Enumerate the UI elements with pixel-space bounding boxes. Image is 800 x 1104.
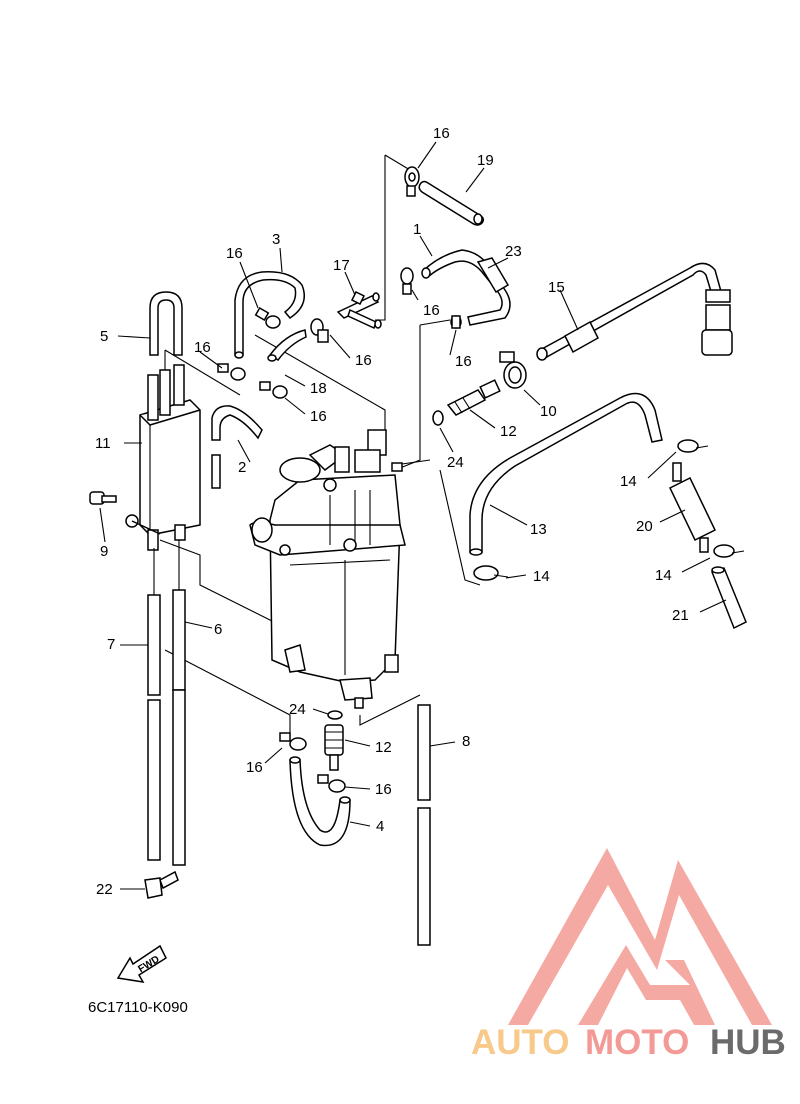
clip-14-a [473,565,509,581]
bolt-9 [89,491,161,535]
label-7: 7 [107,636,115,653]
fitting-22 [144,870,179,899]
label-21: 21 [672,607,689,624]
fitting-16-left-tee [310,318,329,343]
label-14-b: 14 [620,473,637,490]
label-16-hose3: 16 [226,245,243,262]
hose-21 [711,566,747,630]
o-ring-24-lower [327,710,343,720]
label-16-lower-right: 16 [375,781,392,798]
label-10: 10 [540,403,557,420]
hose-15 [536,262,733,361]
vapor-separator-11 [139,364,201,551]
fitting-16-mid [400,267,462,329]
label-24-upper: 24 [447,454,464,471]
fitting-12-lower [324,724,344,771]
label-13: 13 [530,521,547,538]
fuel-pump-body [249,429,406,709]
label-16-mid: 16 [423,302,440,319]
label-14-c: 14 [655,567,672,584]
label-16-left: 16 [194,339,211,356]
hose-2 [211,405,263,489]
label-4: 4 [376,818,384,835]
label-2: 2 [238,459,246,476]
o-ring-24-upper [432,410,444,426]
label-1: 1 [413,221,421,238]
fitting-16-hose-3 [254,307,281,329]
hose-5 [149,291,183,356]
hose-1-23 [421,249,511,326]
fwd-arrow-icon: FWD [116,944,167,983]
hose-18 [267,329,307,362]
fitting-16-hose-18 [217,363,288,399]
label-17: 17 [333,257,350,274]
fitting-16-top [404,166,420,197]
label-9: 9 [100,543,108,560]
hose-6-7 [147,540,186,866]
watermark-text: AUTO MOTO HUB [471,1023,786,1062]
label-14-a: 14 [533,568,550,585]
label-23: 23 [505,243,522,260]
label-16-top: 16 [433,125,450,142]
label-22: 22 [96,881,113,898]
filter-20 [669,462,716,553]
clamp-10 [499,351,527,389]
label-16-lower-left: 16 [246,759,263,776]
hose-13 [469,392,663,556]
fitting-12-upper [446,379,501,416]
label-11: 11 [95,435,111,452]
label-8: 8 [462,733,470,750]
label-19: 19 [477,152,494,169]
fitting-16-lower [279,732,346,793]
callout-lines [99,141,727,890]
watermark-logo-icon [508,848,772,1025]
label-12-upper: 12 [500,423,517,440]
t-joint-17 [336,290,382,330]
drawing-code: 6C17110-K090 [88,999,188,1016]
label-20: 20 [636,518,653,535]
hose-8 [417,704,431,946]
label-5: 5 [100,328,108,345]
watermark-text-moto: MOTO [585,1023,689,1062]
label-18: 18 [310,380,327,397]
clip-14-c [713,544,745,558]
watermark-text-hub: HUB [710,1023,786,1062]
watermark-text-auto: AUTO [471,1023,570,1062]
label-16-tee: 16 [355,352,372,369]
label-16-hose18: 16 [310,408,327,425]
clip-14-b [677,439,709,453]
hose-3 [234,271,305,359]
label-16-right: 16 [455,353,472,370]
label-3: 3 [272,231,280,248]
label-12-lower: 12 [375,739,392,756]
label-24-lower: 24 [289,701,306,718]
label-15: 15 [548,279,565,296]
callout-labels: 1 2 3 4 5 6 7 8 9 10 11 12 12 13 14 14 1… [95,125,689,898]
hose-4 [289,756,351,847]
label-6: 6 [214,621,222,638]
hose-19 [418,180,485,226]
